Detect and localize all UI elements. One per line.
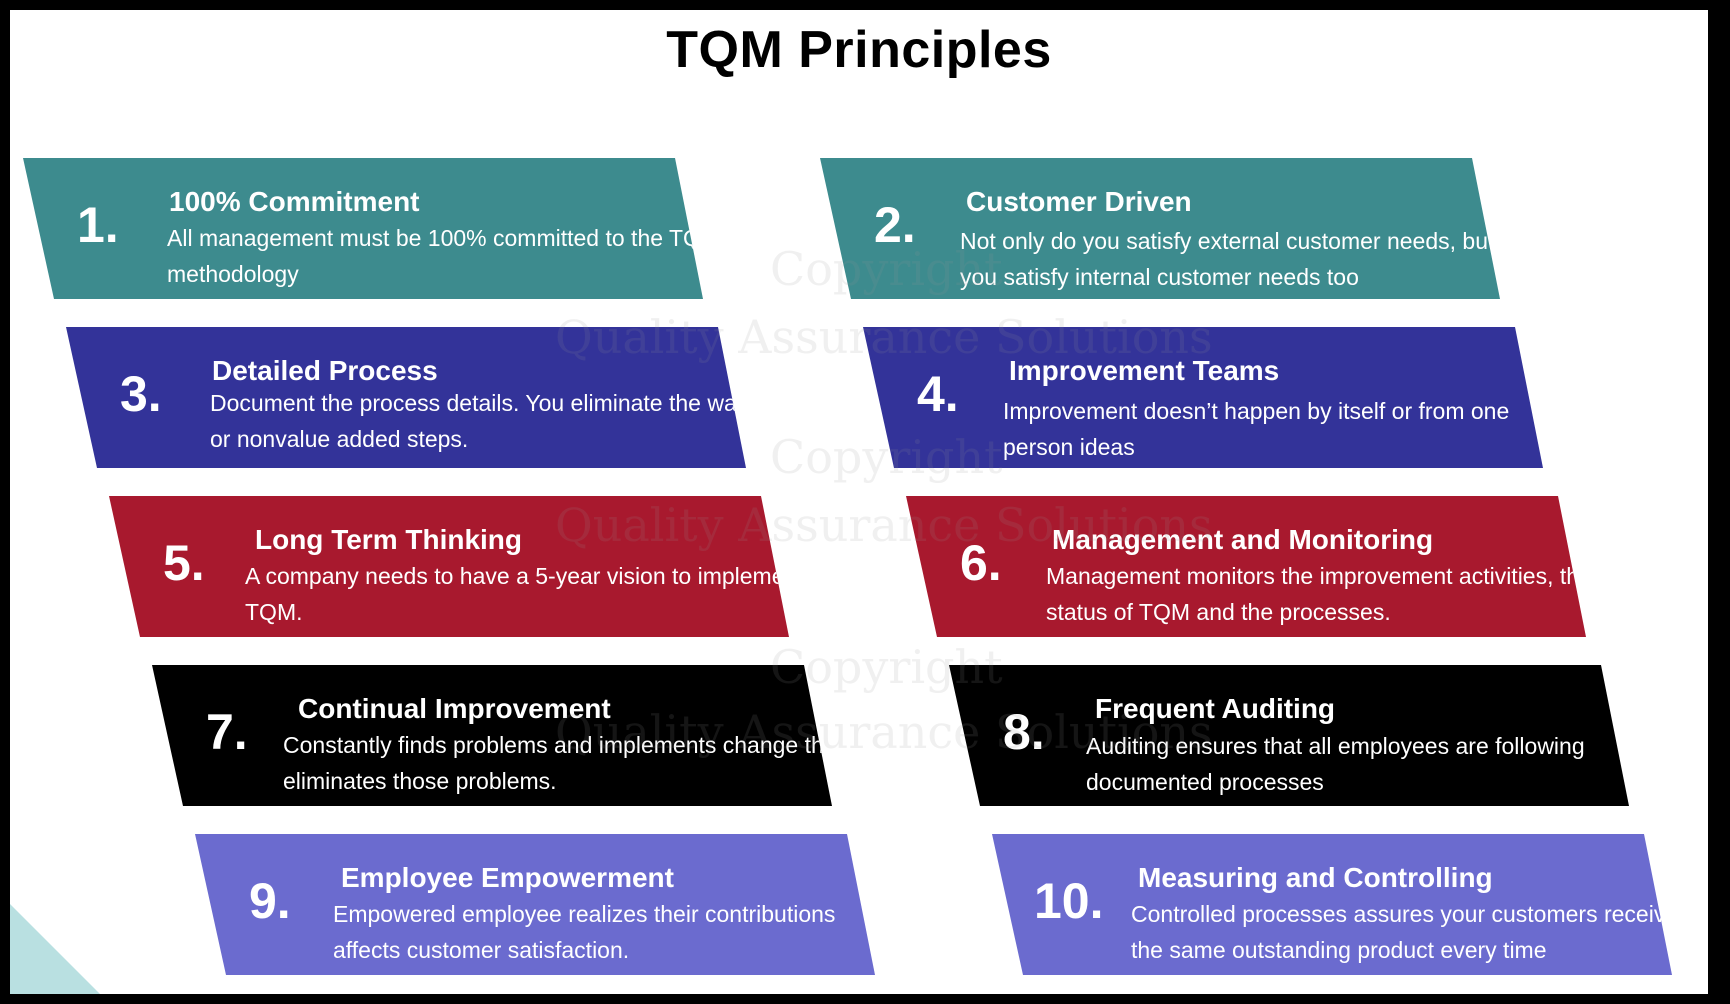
principle-heading: Improvement Teams <box>1009 355 1280 386</box>
principle-number: 8. <box>1003 704 1045 760</box>
principle-card-8: 8. Frequent Auditing Auditing ensures th… <box>949 665 1629 806</box>
principle-card-1: 1. 100% Commitment All management must b… <box>23 158 703 299</box>
principle-card-10: 10. Measuring and Controlling Controlled… <box>992 834 1672 975</box>
principle-description: Management monitors the improvement acti… <box>1046 563 1592 625</box>
principle-description: Empowered employee realizes their contri… <box>333 901 836 963</box>
slide: TQM Principles 1. 100% Commitment All ma… <box>10 10 1708 994</box>
principle-number: 4. <box>917 366 959 422</box>
principle-card-7: 7. Continual Improvement Constantly find… <box>152 665 832 806</box>
principle-number: 9. <box>249 873 291 929</box>
principle-card-3: 3. Detailed Process Document the process… <box>66 327 746 468</box>
principle-description: Auditing ensures that all employees are … <box>1086 733 1585 795</box>
principle-number: 2. <box>874 197 916 253</box>
principle-card-2: 2. Customer Driven Not only do you satis… <box>820 158 1500 299</box>
principle-number: 3. <box>120 366 162 422</box>
principle-description: Controlled processes assures your custom… <box>1131 901 1679 963</box>
principle-description: All management must be 100% committed to… <box>167 225 721 287</box>
principle-card-6: 6. Management and Monitoring Management … <box>906 496 1586 637</box>
principle-description: Not only do you satisfy external custome… <box>960 228 1495 290</box>
principle-card-5: 5. Long Term Thinking A company needs to… <box>109 496 789 637</box>
principle-heading: Measuring and Controlling <box>1138 862 1493 893</box>
principle-card-4: 4. Improvement Teams Improvement doesn’t… <box>863 327 1543 468</box>
principle-description: Constantly finds problems and implements… <box>283 732 843 794</box>
page-title: TQM Principles <box>666 21 1052 79</box>
principle-card-9: 9. Employee Empowerment Empowered employ… <box>195 834 875 975</box>
principle-heading: Continual Improvement <box>298 693 611 724</box>
corner-accent <box>10 904 100 994</box>
principle-heading: Employee Empowerment <box>341 862 674 893</box>
principle-number: 5. <box>163 535 205 591</box>
principle-description: Document the process details. You elimin… <box>210 390 768 452</box>
principle-heading: Management and Monitoring <box>1052 524 1434 555</box>
principle-description: Improvement doesn’t happen by itself or … <box>1003 398 1510 460</box>
principle-number: 1. <box>77 197 119 253</box>
principle-heading: Customer Driven <box>966 186 1192 217</box>
principle-heading: Detailed Process <box>212 355 438 386</box>
principle-number: 7. <box>206 704 248 760</box>
principle-number: 10. <box>1034 873 1104 929</box>
principle-description: A company needs to have a 5-year vision … <box>245 563 804 625</box>
principle-number: 6. <box>960 535 1002 591</box>
principle-heading: Long Term Thinking <box>255 524 523 555</box>
principle-heading: Frequent Auditing <box>1095 693 1336 724</box>
principle-heading: 100% Commitment <box>169 186 420 217</box>
